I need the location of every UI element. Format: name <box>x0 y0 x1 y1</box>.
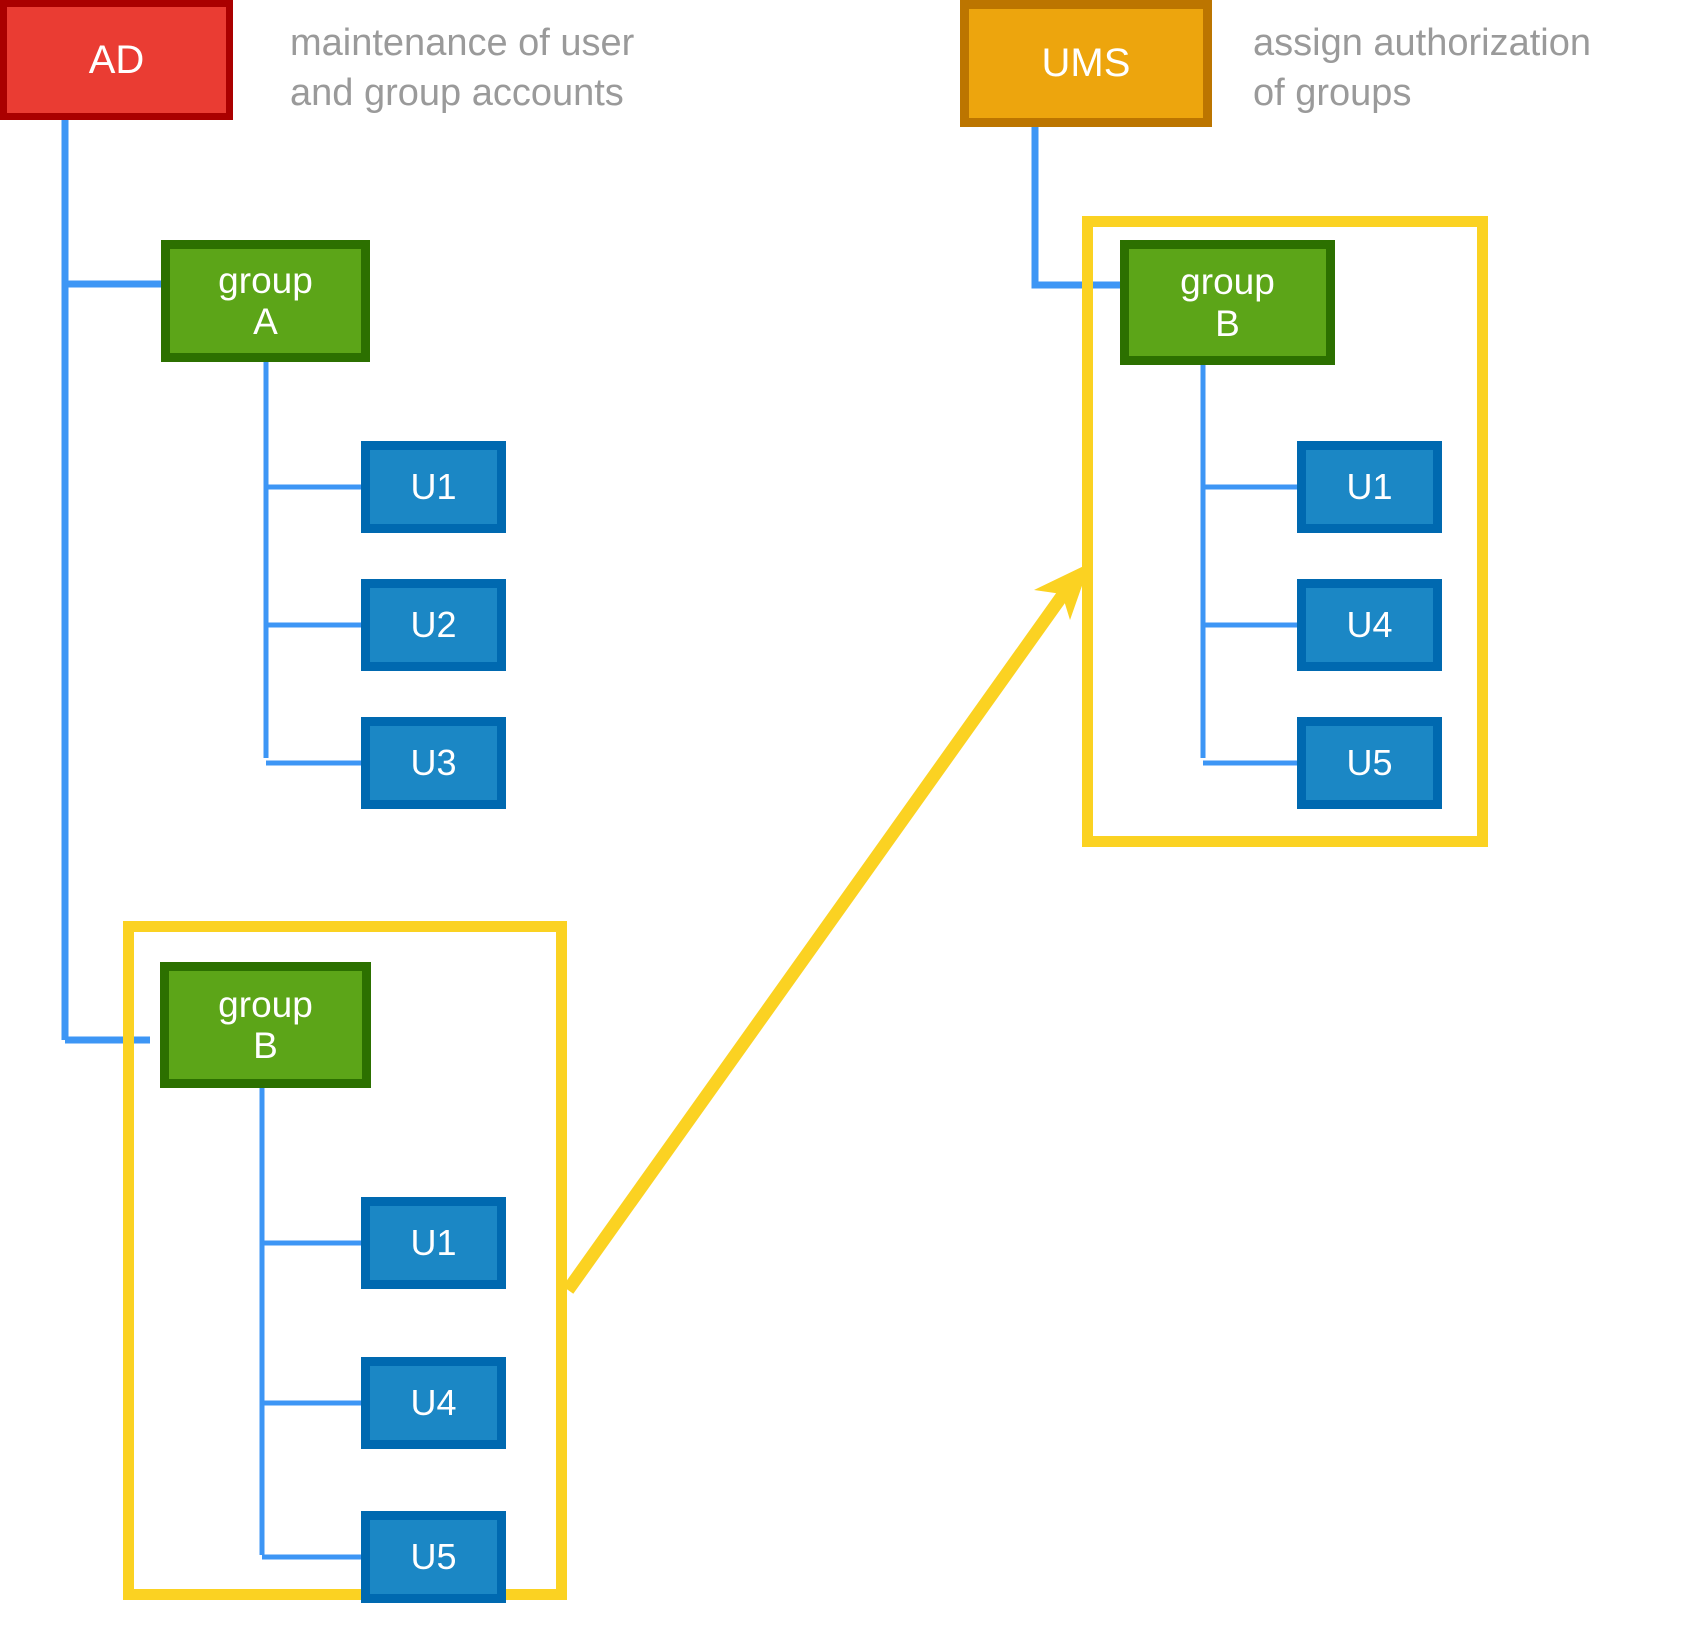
group-a-member-u1[interactable]: U1 <box>361 441 506 533</box>
ums-group-b-highlight-frame <box>1082 216 1488 847</box>
ad-group-b-highlight-frame <box>123 921 567 1600</box>
ums-group-b-member-u4[interactable]: U4 <box>1297 579 1442 671</box>
ad-system-node[interactable]: AD <box>0 0 233 120</box>
ums-group-b-member-u5[interactable]: U5 <box>1297 717 1442 809</box>
ums-caption: assign authorization of groups <box>1253 22 1591 115</box>
left-group-b-connector-group <box>259 1085 365 1560</box>
group-a-connector-group <box>263 362 365 766</box>
group-a-member-u2-label: U2 <box>410 603 457 645</box>
ums-group-b-member-u4-label: U4 <box>1346 603 1393 645</box>
group-a-member-u3[interactable]: U3 <box>361 717 506 809</box>
group-a-member-u3-label: U3 <box>410 741 457 783</box>
group-a-node[interactable]: group A <box>161 240 370 362</box>
ad-group-b-member-u1[interactable]: U1 <box>361 1197 506 1289</box>
ad-system-label: AD <box>88 37 145 82</box>
ums-system-label: UMS <box>1041 41 1131 86</box>
ad-group-b-label: group B <box>218 983 313 1066</box>
group-a-member-u2[interactable]: U2 <box>361 579 506 671</box>
ums-group-b-member-u1-label: U1 <box>1346 465 1393 507</box>
group-a-member-u1-label: U1 <box>410 465 457 507</box>
ums-group-b-member-u5-label: U5 <box>1346 741 1393 783</box>
ad-group-b-member-u4-label: U4 <box>410 1381 457 1423</box>
ad-group-b-node[interactable]: group B <box>160 962 371 1088</box>
group-a-label: group A <box>218 259 313 342</box>
ad-group-b-member-u1-label: U1 <box>410 1221 457 1263</box>
ums-system-node[interactable]: UMS <box>960 0 1212 127</box>
ums-group-b-label: group B <box>1180 261 1275 344</box>
ums-group-b-node[interactable]: group B <box>1120 240 1335 365</box>
ad-group-b-member-u4[interactable]: U4 <box>361 1357 506 1449</box>
ad-group-b-member-u5-label: U5 <box>410 1535 457 1577</box>
ums-group-b-member-u1[interactable]: U1 <box>1297 441 1442 533</box>
ad-connector-group <box>61 118 163 1044</box>
right-group-b-connector-group <box>1200 365 1300 766</box>
group-b-mapping-arrow <box>562 563 1090 1294</box>
ad-group-b-member-u5[interactable]: U5 <box>361 1511 506 1603</box>
ad-caption: maintenance of user and group accounts <box>290 22 635 115</box>
